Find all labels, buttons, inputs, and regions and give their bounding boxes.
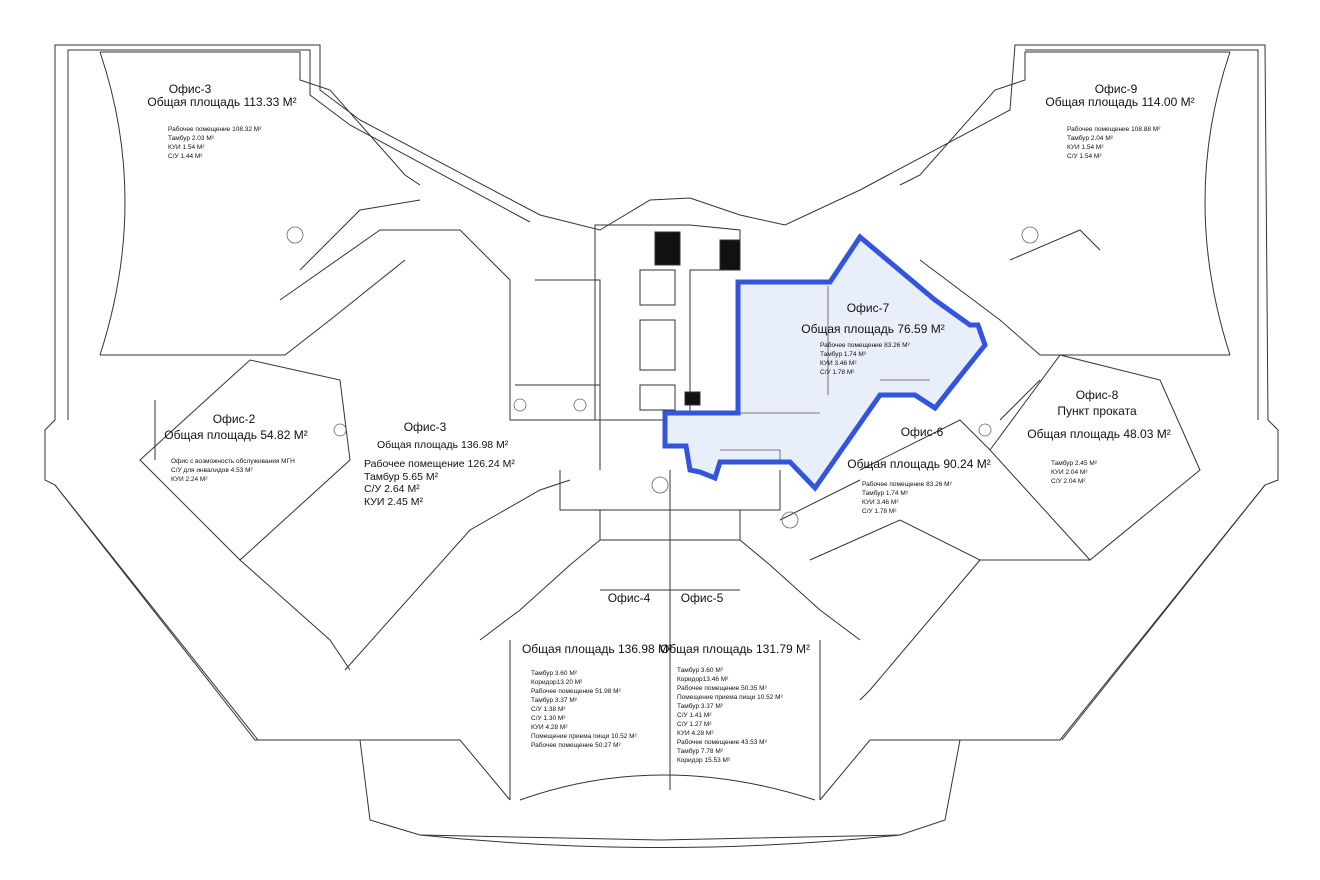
office-2-area: Общая площадь 54.82 М² <box>164 428 308 442</box>
office-8-area: Общая площадь 48.03 М² <box>1027 427 1171 441</box>
office-7-highlight <box>662 233 988 492</box>
office-9-name: Офис-9 <box>1094 82 1138 96</box>
office-9-details: Рабочее помещение 108.88 М² Тамбур 2.04 … <box>1067 126 1161 160</box>
office-8-name: Офис-8 <box>1075 388 1119 402</box>
office-3-top-area: Общая площадь 113.33 М² <box>147 95 297 109</box>
office-4-details: Тамбур 3.60 М² Коридор13.20 М² Рабочее п… <box>531 670 637 749</box>
office-6-details: Рабочее помещение 83.26 М² Тамбур 1.74 М… <box>862 481 952 515</box>
office-5-area: Общая площадь 131.79 М² <box>659 642 811 656</box>
office-3-top-name: Офис-3 <box>168 82 212 96</box>
office-3-mid-details: Рабочее помещение 126.24 М² Тамбур 5.65 … <box>364 458 515 508</box>
office-8-details: Тамбур 2.45 М² КУИ 2.04 М² С/У 2.04 М² <box>1051 460 1097 485</box>
office-7-details: Рабочее помещение 83.26 М² Тамбур 1.74 М… <box>820 342 910 376</box>
office-2-details: Офис с возможность обслуживания МГН С/У … <box>171 458 295 483</box>
office-5-name: Офис-5 <box>680 591 724 605</box>
office-6-name: Офис-6 <box>900 425 944 439</box>
office-9-area: Общая площадь 114.00 М² <box>1045 95 1195 109</box>
office-5-details: Тамбур 3.60 М² Коридор13.46 М² Рабочее п… <box>677 667 783 764</box>
office-7-area: Общая площадь 76.59 М² <box>801 322 945 336</box>
office-3-mid-area: Общая площадь 136.98 М² <box>377 439 509 451</box>
office-4-area: Общая площадь 136.98 М² <box>521 642 673 656</box>
office-4-name: Офис-4 <box>607 591 651 605</box>
office-6-area: Общая площадь 90.24 М² <box>847 457 991 471</box>
office-3-mid-name: Офис-3 <box>403 420 447 434</box>
office-2-name: Офис-2 <box>212 412 256 426</box>
office-8-subtitle: Пункт проката <box>1057 404 1137 418</box>
office-3-top-details: Рабочее помещение 108.32 М² Тамбур 2.03 … <box>168 126 262 160</box>
office-7-name: Офис-7 <box>846 301 890 315</box>
